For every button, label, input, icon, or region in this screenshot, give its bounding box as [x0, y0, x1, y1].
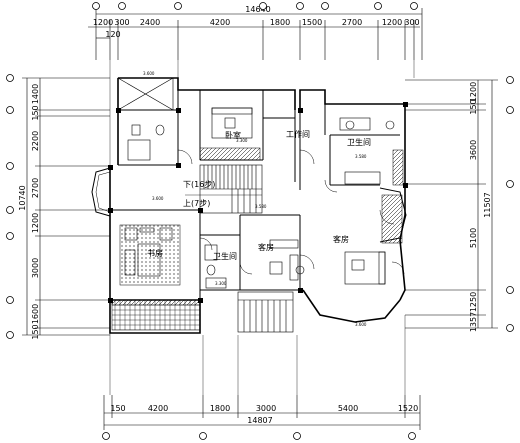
bottom-dimension-text: 150 4200 1800 3000 5400 1520 14807 [110, 404, 418, 425]
bottom-dimension-lines [103, 395, 421, 430]
left-total-dim: 10740 [18, 185, 27, 210]
right-dim-4: 5100 [469, 228, 478, 248]
right-total-dim: 11507 [483, 192, 492, 217]
bottom-dim-3: 1800 [210, 404, 230, 413]
right-dimension-text: 1200 150 3600 5100 1250 1357 11507 [469, 82, 492, 332]
elevation-label: 3.300 [236, 138, 248, 143]
top-dim-1: 1200 [93, 18, 113, 27]
bottom-total-dim: 14807 [247, 416, 272, 425]
room-label-bedroom-top: 卧室 [225, 130, 241, 140]
top-dim-5: 1800 [270, 18, 290, 27]
lower-entry-stairs [237, 291, 294, 333]
elevation-label: 3.600 [152, 196, 164, 201]
top-dimension-lines [88, 8, 423, 60]
room-label-bath-right: 卫生间 [347, 137, 371, 147]
top-dim-6: 1500 [302, 18, 322, 27]
left-dim-8: 150 [31, 324, 40, 339]
elevation-label: 3.300 [215, 281, 227, 286]
top-dim-4: 4200 [210, 18, 230, 27]
stair-label-up: 上(7步) [183, 199, 210, 208]
top-dim-7: 2700 [342, 18, 362, 27]
bottom-dim-2: 4200 [148, 404, 168, 413]
top-left-stair [117, 77, 174, 111]
room-labels: 卧室 工作间 卫生间 卫生间 书房 客房 客房 下(16步) 上(7步) [147, 129, 371, 261]
left-dim-2: 150 [31, 105, 40, 120]
top-dim-9: 300 [404, 18, 419, 27]
left-dimension-lines [22, 77, 110, 336]
bottom-dim-4: 3000 [256, 404, 276, 413]
top-sub-dim: 120 [105, 30, 120, 39]
bed-top [211, 107, 253, 139]
elevation-label: 3.580 [355, 154, 367, 159]
right-bay-window [379, 187, 407, 243]
right-dim-6: 1357 [469, 312, 478, 332]
bottom-dim-1: 150 [110, 404, 125, 413]
elevation-label: 3.600 [355, 322, 367, 327]
right-dim-3: 3600 [469, 140, 478, 160]
top-dim-2: 300 [114, 18, 129, 27]
room-label-guest-mid: 客房 [258, 242, 274, 252]
right-dim-5: 1250 [469, 292, 478, 312]
door-swings [177, 149, 405, 275]
left-dim-7: 1600 [31, 304, 40, 324]
main-staircase [185, 164, 263, 214]
room-label-utility: 工作间 [286, 129, 310, 139]
left-dim-3: 2200 [31, 131, 40, 151]
left-dimension-text: 1400 150 2200 2700 1200 3000 1600 150 10… [18, 84, 40, 340]
right-dim-2: 150 [469, 99, 478, 114]
bottom-dim-5: 5400 [338, 404, 358, 413]
elevation-labels: 3.600 3.600 3.580 3.300 3.580 3.300 3.60… [143, 71, 367, 327]
top-dimension-text: 14640 1200 300 2400 4200 1800 1500 2700 … [93, 5, 420, 39]
top-total-dim: 14640 [245, 5, 270, 14]
top-dim-8: 1200 [382, 18, 402, 27]
bed-right [344, 251, 386, 285]
elevation-label: 3.600 [143, 71, 155, 76]
stair-label-down: 下(16步) [183, 180, 215, 189]
hatched-wall-sections [111, 147, 404, 331]
bath-fixtures [127, 117, 395, 289]
top-dim-3: 2400 [140, 18, 160, 27]
bottom-dim-6: 1520 [398, 404, 418, 413]
grid-axis-bubbles [6, 2, 514, 440]
left-bay-window [91, 167, 111, 217]
left-dim-4: 2700 [31, 178, 40, 198]
left-dim-6: 3000 [31, 258, 40, 278]
room-label-bath-left: 卫生间 [213, 251, 237, 261]
study-furniture [124, 227, 305, 281]
room-label-guest-right: 客房 [333, 234, 349, 244]
interior-walls [110, 90, 400, 300]
structural-columns [108, 102, 408, 303]
left-dim-1: 1400 [31, 84, 40, 104]
right-dim-1: 1200 [469, 82, 478, 102]
right-dimension-lines [405, 79, 498, 329]
left-dim-5: 1200 [31, 213, 40, 233]
elevation-label: 3.580 [255, 204, 267, 209]
room-label-study: 书房 [147, 248, 163, 258]
